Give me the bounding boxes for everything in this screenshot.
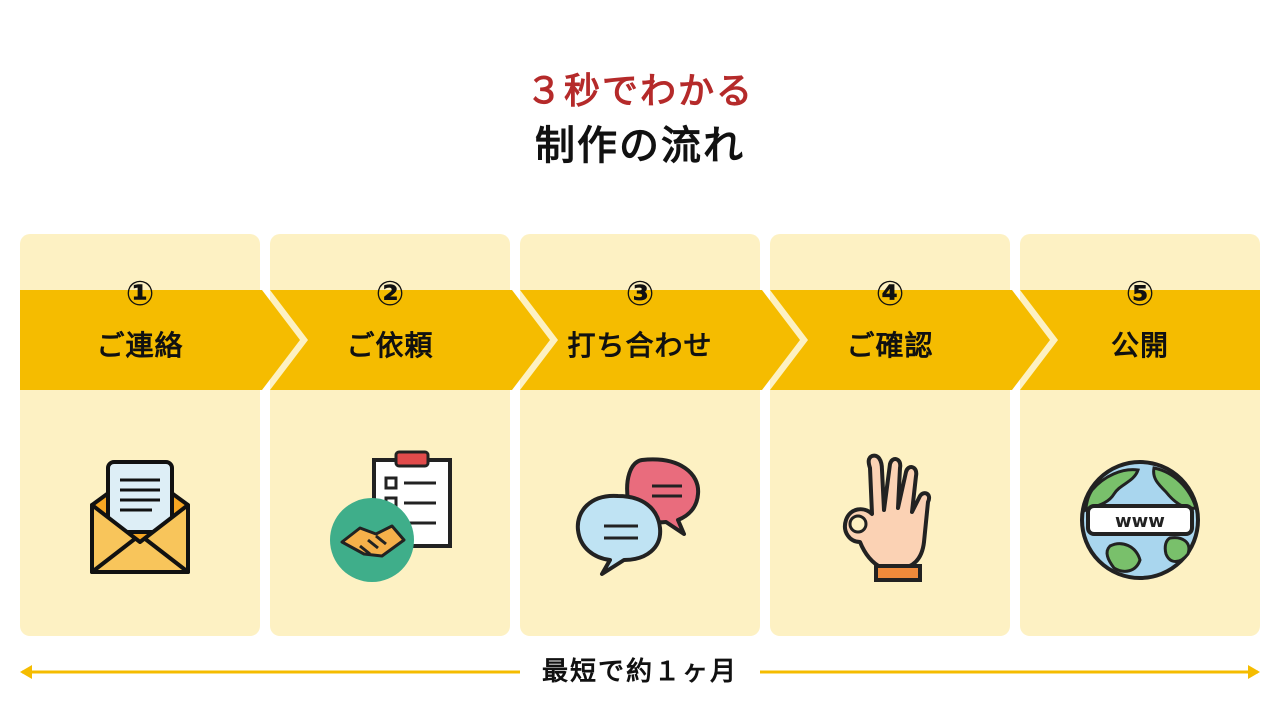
globe-www-icon: www [1020, 450, 1260, 590]
step-number: ⑤ [1125, 274, 1155, 314]
banner-chevron-1 [20, 290, 300, 390]
step-4: ④ ご確認 [770, 270, 1010, 366]
step-label: ご依頼 [346, 329, 434, 362]
step-label: 公開 [1110, 329, 1169, 362]
page-subtitle: ３秒でわかる [525, 71, 754, 112]
banner-chevron-2 [270, 290, 550, 390]
envelope-letter-icon [20, 450, 260, 590]
step-label: ご確認 [846, 329, 934, 362]
banner-chevron-5 [1020, 290, 1260, 390]
step-number: ① [125, 274, 155, 314]
svg-text:www: www [1115, 511, 1165, 532]
step-1: ① ご連絡 [20, 270, 260, 366]
banner-chevron-4 [770, 290, 1050, 390]
page-title: 制作の流れ [535, 123, 745, 169]
banner-chevron-3 [520, 290, 800, 390]
step-2: ② ご依頼 [270, 270, 510, 366]
step-number: ③ [625, 274, 655, 314]
step-number: ② [375, 274, 405, 314]
header: ３秒でわかる 制作の流れ [0, 68, 1280, 174]
timeline-label: 最短で約１ヶ月 [520, 650, 760, 694]
step-label: 打ち合わせ [567, 329, 713, 362]
step-3: ③ 打ち合わせ [520, 270, 760, 366]
step-5: ⑤ 公開 [1020, 270, 1260, 366]
ok-hand-icon [770, 450, 1010, 590]
step-label: ご連絡 [96, 329, 184, 362]
step-banner [20, 290, 1260, 390]
handshake-checklist-icon [270, 450, 510, 590]
speech-bubbles-icon [520, 450, 760, 590]
step-number: ④ [875, 274, 905, 314]
